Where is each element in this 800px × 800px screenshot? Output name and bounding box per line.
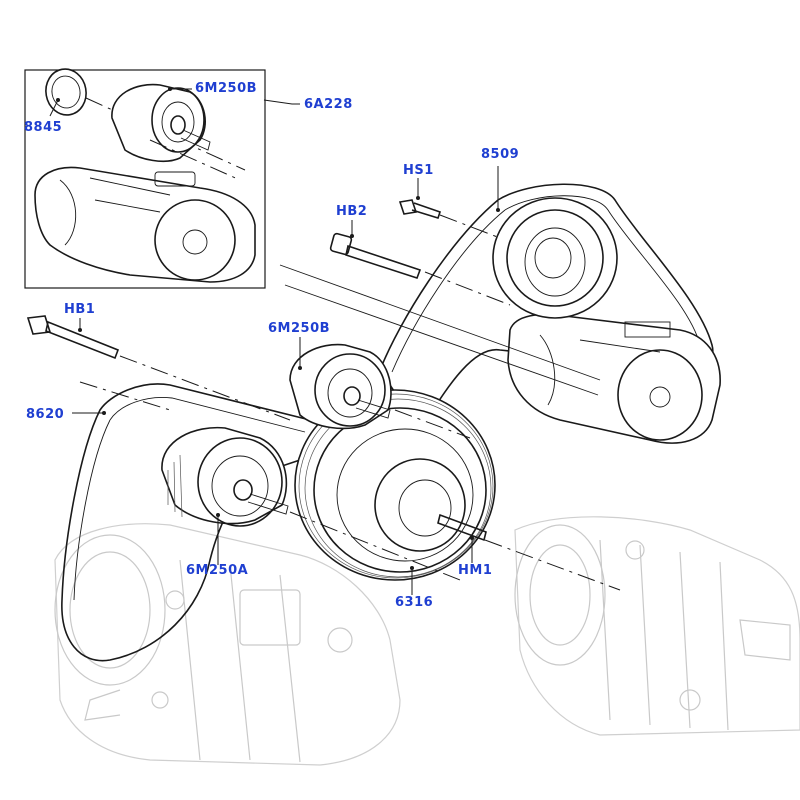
upper-pulley (492, 197, 618, 319)
callout-hb1: HB1 (64, 302, 96, 317)
bolt-hm1 (437, 513, 487, 542)
callout-6a228: 6A228 (304, 97, 353, 112)
tensioner-body-inset (34, 166, 256, 283)
bolt-hb1 (26, 315, 120, 360)
callout-6316: 6316 (395, 595, 434, 610)
callout-8845: 8845 (24, 120, 63, 135)
bolt-hb2 (329, 232, 422, 279)
callout-6m250b-inset: 6M250B (195, 81, 258, 96)
callout-6m250a: 6M250A (186, 563, 249, 578)
belt-tensioner-assembly (507, 313, 721, 444)
callout-8620: 8620 (26, 407, 65, 422)
callout-6m250b: 6M250B (268, 321, 331, 336)
assembly-center-lines (79, 214, 621, 591)
tensioner-inset-box (24, 68, 266, 289)
callout-hb2: HB2 (336, 204, 368, 219)
bolt-hs1 (398, 199, 442, 219)
callout-hm1: HM1 (458, 563, 493, 578)
crankshaft-damper-6316 (294, 389, 496, 581)
compressor-ghost (54, 523, 401, 766)
leader-lines (49, 87, 500, 595)
alternator-ghost (514, 516, 800, 736)
callout-8509: 8509 (481, 147, 520, 162)
idler-pulley-inset (111, 83, 211, 162)
callout-hs1: HS1 (403, 163, 434, 178)
idler-pulley-6m250b (289, 343, 392, 430)
idler-pulley-6m250a (161, 426, 289, 527)
